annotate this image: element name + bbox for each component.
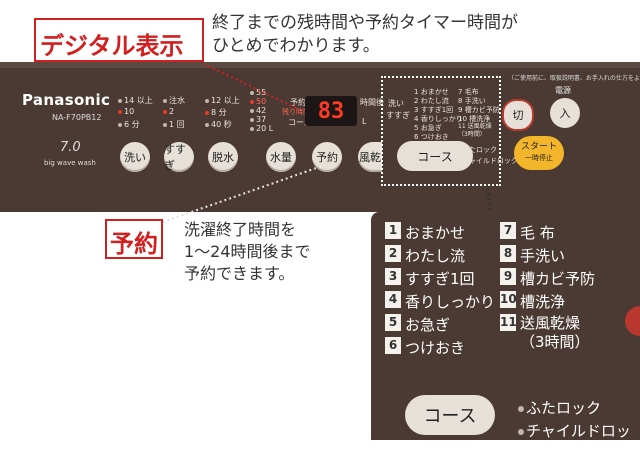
course-mini-4: 4 香りしっかり (414, 115, 463, 123)
zoom-course-button[interactable]: コース (405, 395, 495, 435)
water-option-1: 55 (250, 88, 266, 97)
power-on-button[interactable]: 入 (550, 98, 580, 128)
reserve-button[interactable]: 予約 (312, 142, 342, 172)
course-list-highlight (381, 76, 501, 186)
reserve-callout-title: 予約 (110, 230, 158, 258)
model-number: NA-F70PB12 (52, 113, 102, 122)
course-mini-7: 7 毛布 (458, 88, 479, 96)
wash-option-1: 14 以上 (118, 95, 153, 106)
course-mini-rinse: すすぎ (386, 111, 410, 120)
course-mini-3: 3 すすぎ1回 (414, 106, 454, 114)
display-unit: L (362, 117, 367, 126)
zoom-child-lock-label: チャイルドロック (518, 422, 631, 461)
panel-top-edge (0, 62, 640, 68)
water-level-button[interactable]: 水量 (266, 142, 296, 172)
rinse-button[interactable]: すすぎ (164, 142, 194, 172)
display-callout-box (34, 18, 204, 62)
display-label-reserve: 予約 (290, 98, 306, 107)
brand-logo: Panasonic (22, 91, 111, 109)
display-remaining-tag: 残り時間分 (282, 108, 317, 116)
wash-option-2: 10 (118, 107, 134, 116)
rinse-option-1: 注水 (163, 95, 185, 106)
dry-button[interactable]: 風乾 (358, 142, 382, 172)
course-mini-11: 11 送風乾燥（3時間） (458, 123, 492, 138)
digital-display: 83 (305, 96, 357, 126)
water-option-5: 20 L (250, 124, 273, 133)
capacity-label: 7.0 (60, 140, 81, 155)
wash-button[interactable]: 洗い (120, 142, 150, 172)
wash-option-3: 6 分 (118, 119, 140, 130)
course-mini-1: 1 おまかせ (414, 88, 449, 96)
water-option-2: 50 (250, 97, 266, 106)
water-option-3: 42 (250, 106, 266, 115)
start-pause-button[interactable]: スタート 一時停止 (514, 136, 564, 170)
rinse-option-3: 1 回 (163, 119, 185, 130)
course-mini-10: 10 槽洗浄 (458, 115, 491, 123)
course-mini-6: 6 つけおき (414, 133, 449, 141)
display-callout-description: 終了までの残時間や予約タイマー時間が ひとめでわかります。 (212, 13, 518, 56)
course-mini-5: 5 お急ぎ (414, 124, 442, 132)
zoom-lid-lock-label: ふたロック (518, 397, 601, 418)
start-label: スタート (520, 142, 557, 152)
display-callout-title: デジタル表示 (40, 32, 184, 60)
rinse-option-2: 2 (163, 107, 174, 116)
course-mini-wash: 洗い (388, 99, 404, 108)
child-lock-label: チャイルドロック (462, 157, 518, 165)
power-off-button[interactable]: 切 (502, 99, 534, 131)
course-mini-9: 9 槽カビ予防 (458, 106, 500, 114)
display-label-course: コース (288, 118, 312, 127)
zoom-cut-button-edge (625, 306, 640, 336)
spin-button[interactable]: 脱水 (208, 142, 238, 172)
water-option-4: 37 (250, 115, 266, 124)
spin-option-3: 40 秒 (205, 119, 232, 130)
lid-lock-label: ふたロック (462, 146, 497, 154)
reserve-callout-box (105, 219, 163, 259)
reserve-callout-description: 洗濯終了時間を 1〜24時間後まで 予約できます。 (184, 220, 311, 283)
course-mini-2: 2 わたし流 (414, 97, 449, 105)
power-label: 電源 (555, 86, 571, 95)
course-mini-8: 8 手洗い (458, 97, 486, 105)
spin-option-1: 12 以上 (205, 95, 240, 106)
display-label-hours: 時間後 (360, 98, 384, 107)
spin-option-2: 8 分 (205, 107, 227, 118)
panel-note: （ご使用前に、取扱説明書、お手入れの仕方をよく読んで… (508, 75, 640, 82)
pause-label: 一時停止 (525, 154, 553, 162)
leader-lines (162, 63, 492, 223)
capacity-sublabel: big wave wash (44, 159, 96, 167)
course-button[interactable]: コース (397, 141, 473, 171)
